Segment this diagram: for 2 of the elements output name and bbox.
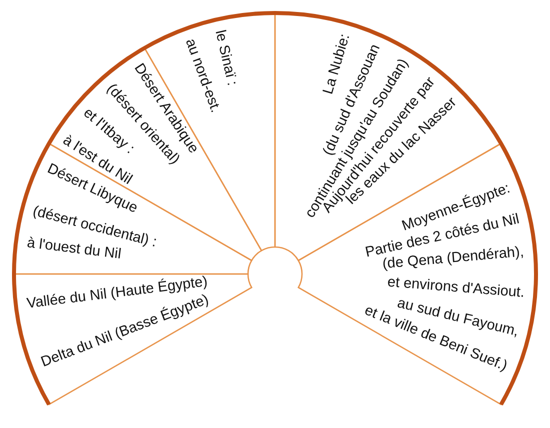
region-label: et environs d'Assiout. xyxy=(386,274,525,302)
region-label: le Sinaï : xyxy=(211,28,240,88)
